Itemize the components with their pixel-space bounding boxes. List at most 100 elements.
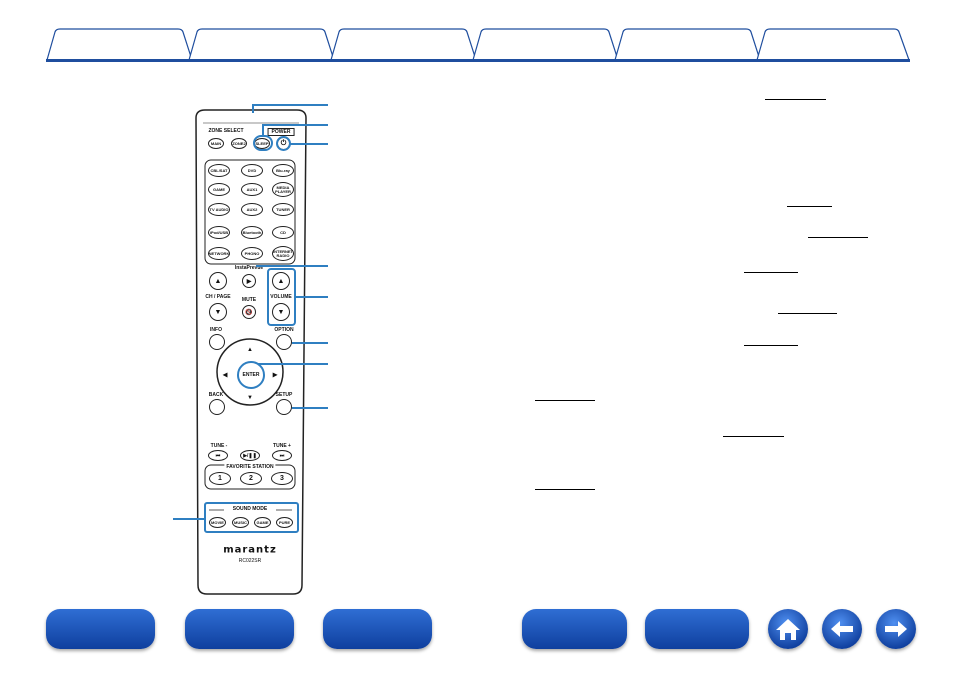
main-button[interactable]: MAIN (208, 138, 224, 149)
volume-label: VOLUME (270, 294, 292, 300)
model-label: RC022SR (238, 558, 262, 564)
callout-7 (258, 363, 328, 365)
tune-plus-label: TUNE + (273, 443, 291, 449)
power-label: POWER (267, 128, 295, 136)
ch-page-down-button[interactable]: ▼ (209, 303, 227, 321)
tab-6[interactable] (756, 28, 910, 60)
nav-button-4[interactable] (522, 609, 627, 649)
tab-3[interactable] (330, 28, 478, 60)
sound-mode-label: SOUND MODE (232, 506, 268, 512)
source-button-aux2[interactable]: AUX2 (241, 203, 263, 216)
tune-minus-label: TUNE - (210, 443, 228, 449)
ch-page-up-button[interactable]: ▲ (209, 272, 227, 290)
back-label: BACK (208, 392, 224, 398)
source-button-bluetooth[interactable]: Bluetooth (241, 226, 263, 239)
tab-5[interactable] (614, 28, 762, 60)
volume-down-button[interactable]: ▼ (272, 303, 290, 321)
instaprevue-button[interactable]: ▶ (242, 274, 256, 288)
source-button-tuner[interactable]: TUNER (272, 203, 294, 216)
setup-button[interactable] (276, 399, 292, 415)
forward-nav-button[interactable] (876, 609, 916, 649)
volume-up-button[interactable]: ▲ (272, 272, 290, 290)
play-pause-button[interactable]: ▶/❚❚ (240, 450, 260, 461)
dpad-up-icon[interactable]: ▲ (247, 347, 253, 353)
nav-button-1[interactable] (46, 609, 155, 649)
callout-1 (252, 104, 328, 106)
favorite-3-button[interactable]: 3 (271, 472, 293, 485)
source-button-ipod-usb[interactable]: iPod/USB (208, 226, 230, 239)
tune-plus-button[interactable]: ⏭ (272, 450, 292, 461)
down-arrow-icon: ▼ (277, 308, 285, 316)
source-button-aux1[interactable]: AUX1 (241, 183, 263, 196)
home-icon (776, 619, 800, 640)
mute-icon: 🔇 (245, 309, 253, 316)
up-arrow-icon: ▲ (277, 277, 285, 285)
link-underline[interactable] (778, 313, 837, 314)
zone-select-label: ZONE SELECT (208, 128, 244, 134)
movie-button[interactable]: MOVIE (209, 517, 226, 528)
link-underline[interactable] (744, 345, 798, 346)
source-button-network[interactable]: NETWORK (208, 247, 230, 260)
back-button[interactable] (209, 399, 225, 415)
music-button[interactable]: MUSIC (232, 517, 249, 528)
dpad-down-icon[interactable]: ▼ (247, 395, 253, 401)
link-underline[interactable] (808, 237, 868, 238)
callout-8 (292, 407, 328, 409)
dpad-right-icon[interactable]: ▶ (272, 372, 278, 379)
power-highlight (276, 136, 291, 151)
game-button[interactable]: GAME (254, 517, 271, 528)
mute-button[interactable]: 🔇 (242, 305, 256, 319)
info-button[interactable] (209, 334, 225, 350)
callout-3 (290, 143, 328, 145)
skip-back-icon: ⏮ (215, 452, 221, 459)
source-button-bluray[interactable]: Blu-ray (272, 164, 294, 177)
sleep-highlight (253, 135, 273, 151)
option-label: OPTION (274, 327, 294, 333)
source-button-media-player[interactable]: MEDIA PLAYER (272, 182, 294, 197)
setup-label: SETUP (275, 392, 293, 398)
home-button[interactable] (768, 609, 808, 649)
sound-mode-highlight (204, 502, 299, 533)
dpad-left-icon[interactable]: ◀ (222, 372, 228, 379)
callout-4 (256, 265, 328, 267)
source-button-internet-radio[interactable]: INTERNET RADIO (272, 246, 294, 261)
tune-minus-button[interactable]: ⏮ (208, 450, 228, 461)
link-underline[interactable] (535, 489, 595, 490)
link-underline[interactable] (765, 99, 826, 100)
down-arrow-icon: ▼ (214, 308, 222, 316)
zone2-button[interactable]: ZONE2 (231, 138, 247, 149)
ch-page-label: CH / PAGE (205, 294, 231, 300)
tab-4[interactable] (472, 28, 620, 60)
mute-label: MUTE (241, 297, 257, 303)
enter-button[interactable]: ENTER (237, 361, 265, 389)
source-button-game[interactable]: GAME (208, 183, 230, 196)
source-button-cd[interactable]: CD (272, 226, 294, 239)
source-button-dvd[interactable]: DVD (241, 164, 263, 177)
link-underline[interactable] (787, 206, 832, 207)
link-underline[interactable] (535, 400, 595, 401)
info-label: INFO (210, 327, 222, 333)
pure-button[interactable]: PURE (276, 517, 293, 528)
callout-6 (292, 342, 328, 344)
skip-forward-icon: ⏭ (279, 452, 285, 459)
tab-2[interactable] (188, 28, 336, 60)
nav-button-5[interactable] (645, 609, 749, 649)
callout-2 (262, 124, 328, 126)
back-nav-button[interactable] (822, 609, 862, 649)
source-button-cbl-sat[interactable]: CBL/SAT (208, 164, 230, 177)
nav-button-2[interactable] (185, 609, 294, 649)
option-button[interactable] (276, 334, 292, 350)
source-button-tv-audio[interactable]: TV AUDIO (208, 203, 230, 216)
callout-5 (296, 296, 328, 298)
link-underline[interactable] (744, 272, 798, 273)
nav-button-3[interactable] (323, 609, 432, 649)
tab-1[interactable] (46, 28, 194, 60)
volume-highlight (267, 268, 296, 326)
play-pause-icon: ▶/❚❚ (243, 452, 257, 459)
back-arrow-icon (831, 621, 853, 637)
link-underline[interactable] (723, 436, 784, 437)
favorite-2-button[interactable]: 2 (240, 472, 262, 485)
favorite-1-button[interactable]: 1 (209, 472, 231, 485)
source-button-phono[interactable]: PHONO (241, 247, 263, 260)
